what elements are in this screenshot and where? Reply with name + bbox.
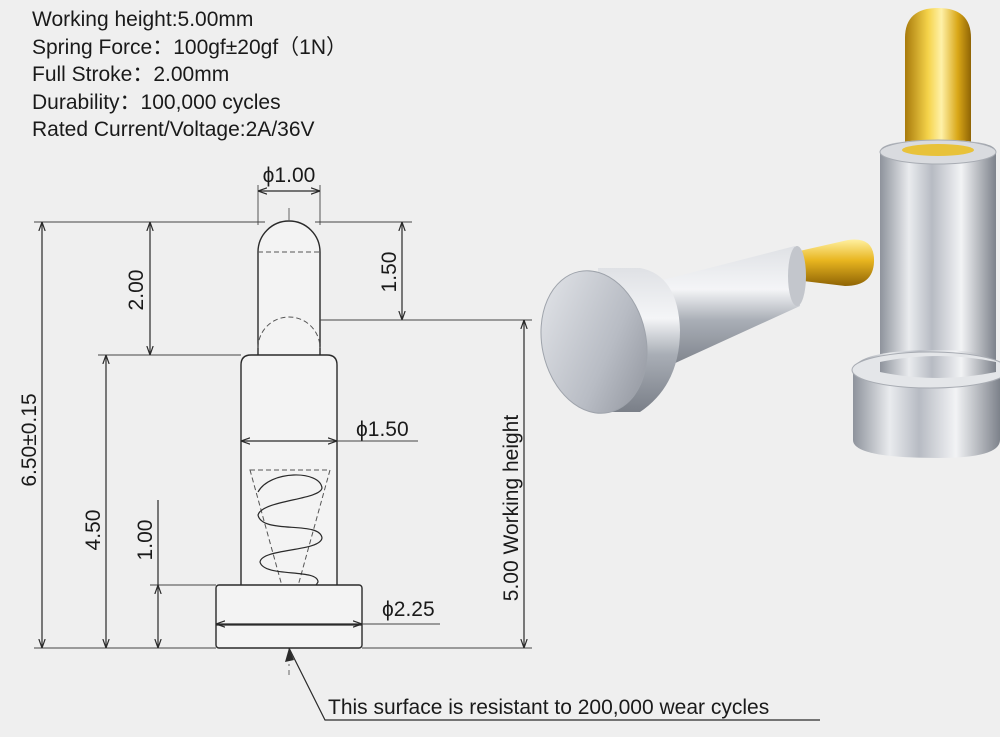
spec-durability: Durability：100,000 cycles	[32, 90, 281, 114]
pin-render-vertical	[851, 8, 1000, 458]
dim-barrel-diameter: ϕ1.50	[356, 418, 409, 441]
dim-total-length: 6.50±0.15	[18, 393, 41, 486]
pin-drawing: ϕ1.00 2.00 1.50 6.50±0.15 4.50 1.00 ϕ1.5…	[18, 164, 820, 721]
spec-rated-current: Rated Current/Voltage:2A/36V	[32, 118, 315, 141]
dim-flange-diameter: ϕ2.25	[382, 598, 435, 621]
note-leader	[288, 647, 820, 721]
spec-list: Working height:5.00mm Spring Force：100gf…	[32, 6, 347, 144]
spec-working-height: Working height:5.00mm	[32, 8, 254, 31]
dim-plunger-exposed: 1.50	[378, 252, 401, 293]
dim-working-height: 5.00 Working height	[500, 415, 523, 602]
flange	[215, 584, 363, 649]
dim-barrel-length: 4.50	[82, 510, 105, 551]
dim-flange-height: 1.00	[134, 520, 157, 561]
dim-tip-diameter: ϕ1.00	[263, 164, 316, 187]
plunger-tip	[257, 220, 321, 355]
spec-full-stroke: Full Stroke：2.00mm	[32, 63, 230, 86]
spec-spring-force: Spring Force：100gf±20gf（1N）	[32, 35, 348, 59]
dim-stroke: 2.00	[125, 270, 148, 311]
barrel	[240, 354, 338, 585]
wear-note: This surface is resistant to 200,000 wea…	[328, 696, 769, 719]
pin-render-horizontal	[540, 239, 875, 414]
